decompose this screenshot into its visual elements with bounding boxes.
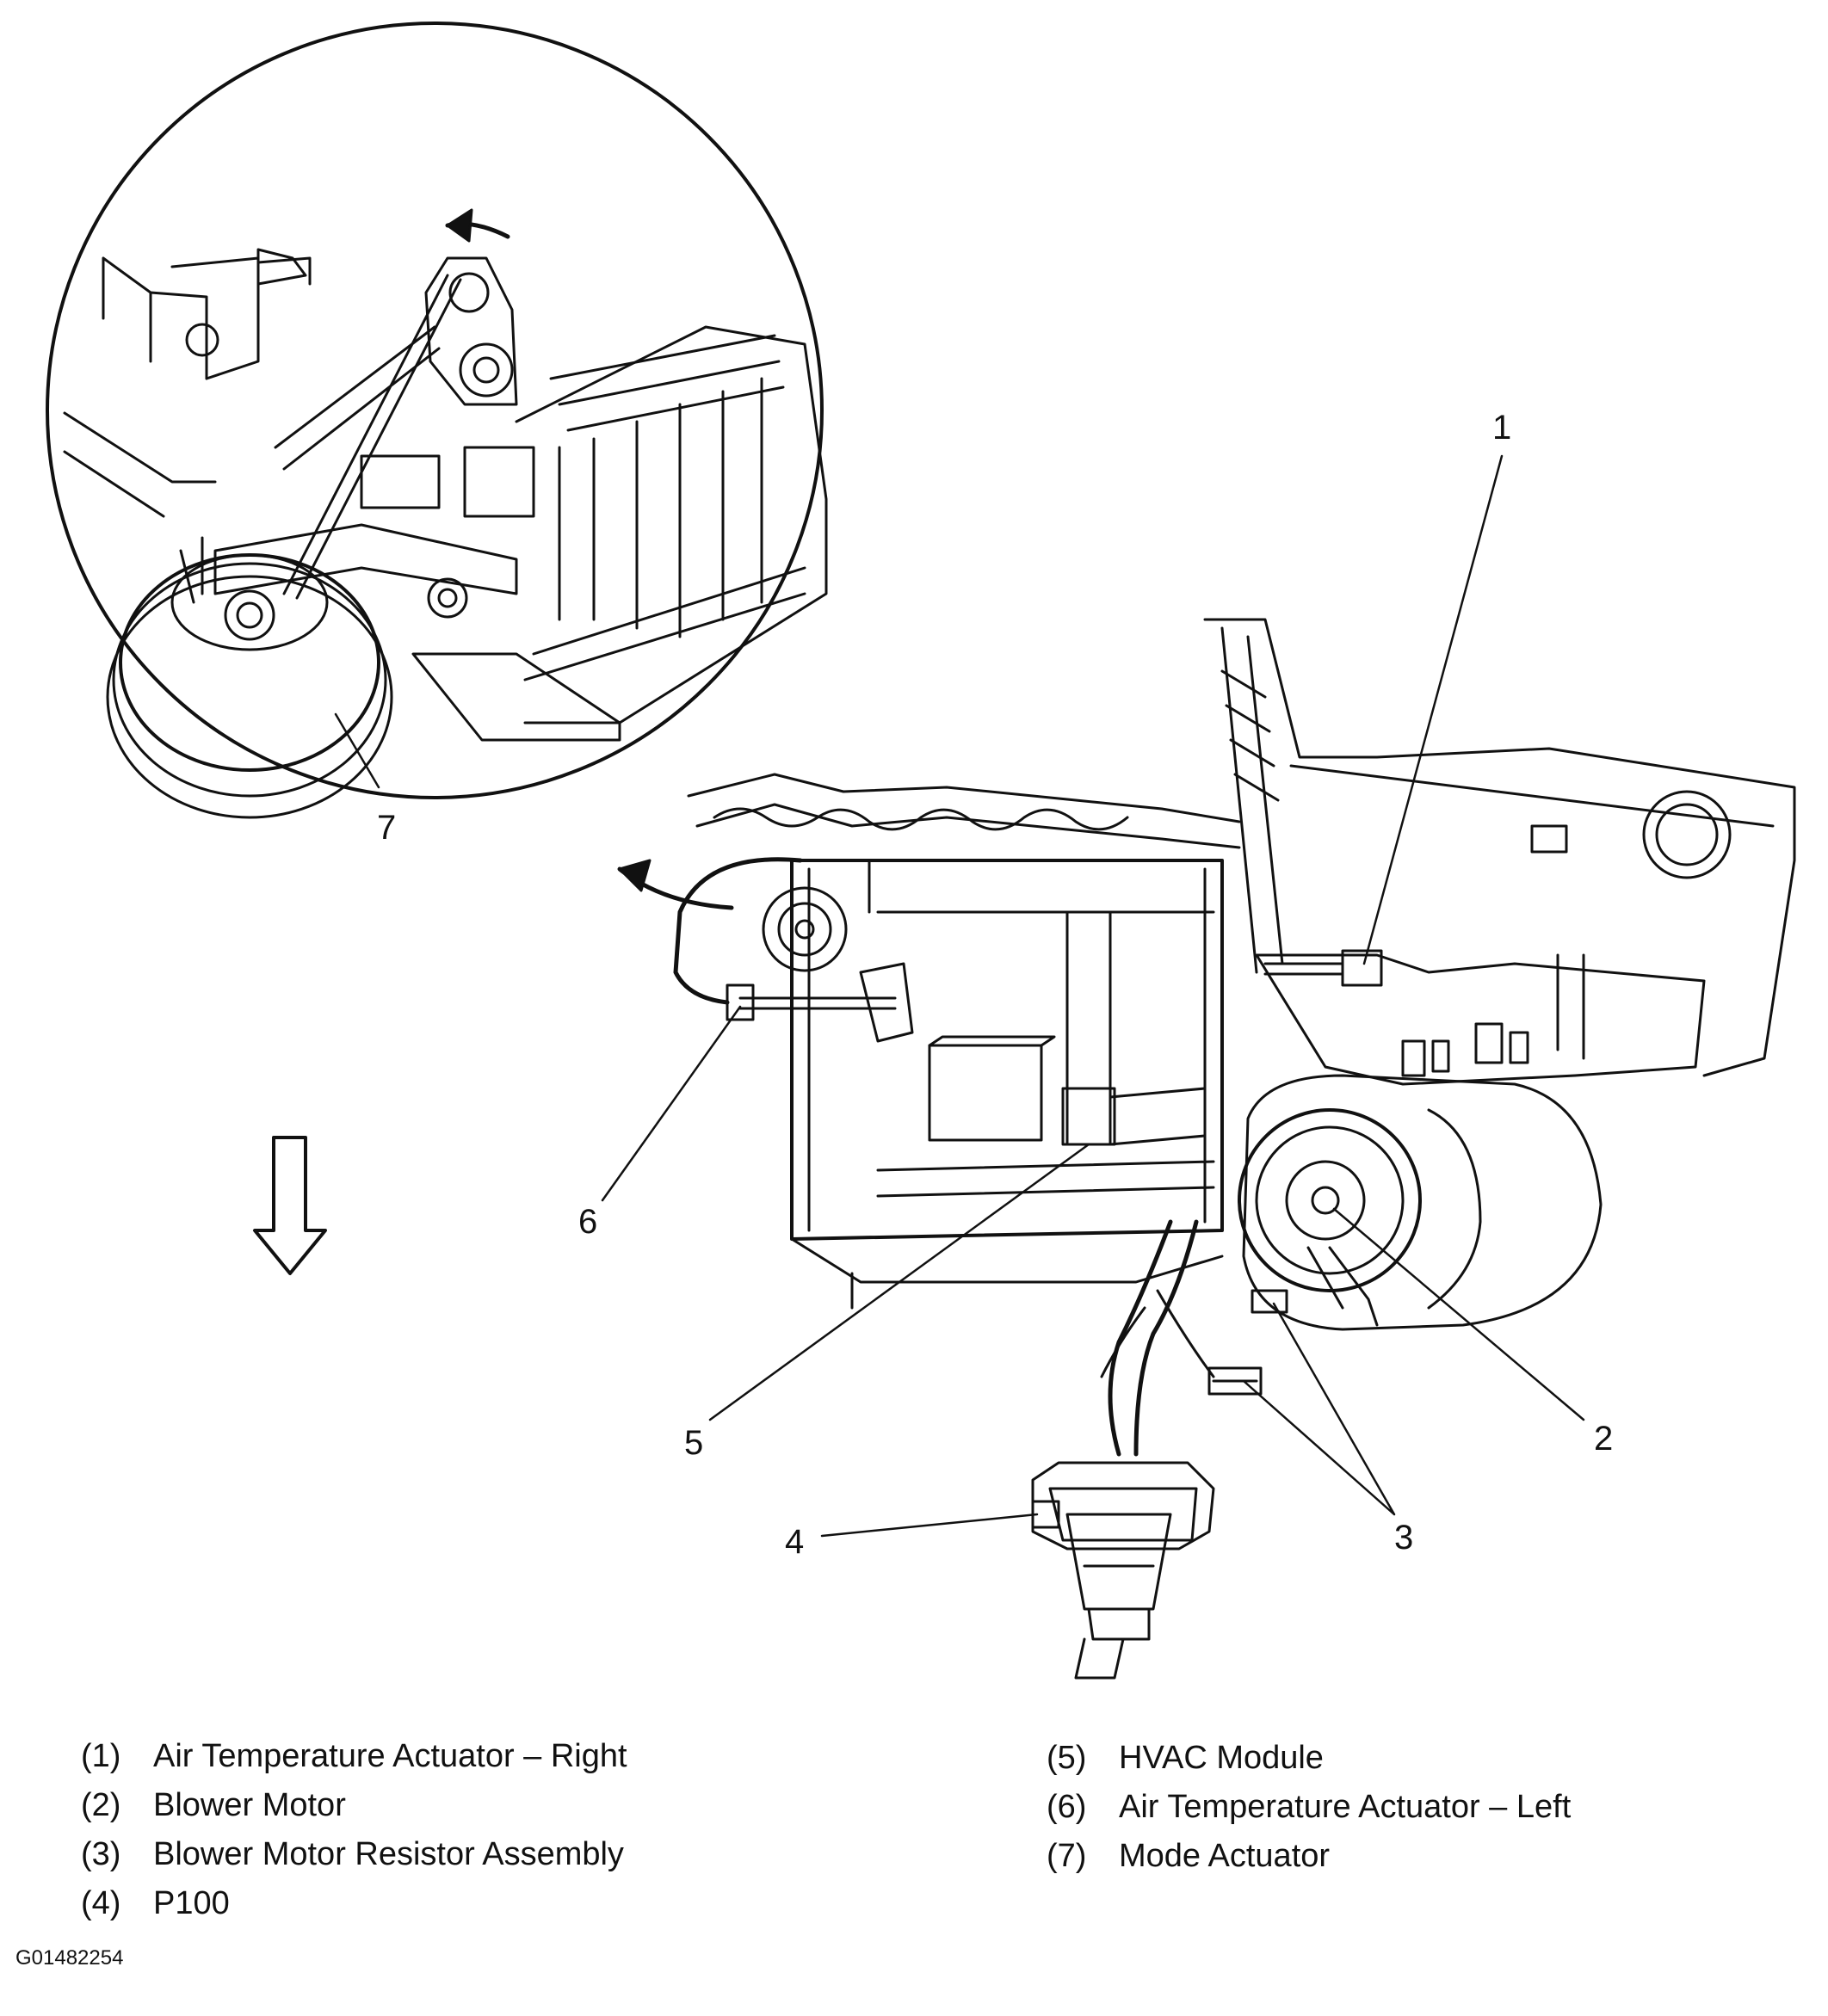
legend-label: Blower Motor Resistor Assembly — [153, 1836, 624, 1872]
legend-label: HVAC Module — [1119, 1740, 1324, 1776]
front-direction-arrow-icon — [253, 1136, 327, 1275]
leader-line-4 — [820, 1513, 1039, 1538]
legend-label: Blower Motor — [153, 1787, 346, 1823]
leader-line-6 — [601, 1005, 742, 1202]
legend-number: (7) — [1047, 1838, 1087, 1874]
callout-3: 3 — [1394, 1519, 1413, 1557]
legend-label: P100 — [153, 1885, 230, 1921]
legend-item: (4) P100 — [81, 1887, 230, 1920]
legend-number: (1) — [81, 1738, 121, 1774]
legend-item: (6) Air Temperature Actuator – Left — [1047, 1791, 1571, 1823]
leader-line-5 — [708, 1143, 1090, 1421]
legend-item: (2) Blower Motor — [81, 1789, 346, 1822]
leader-line-3 — [1242, 1302, 1396, 1516]
leader-line-7 — [334, 712, 380, 789]
legend-item: (3) Blower Motor Resistor Assembly — [81, 1838, 624, 1871]
legend-number: (4) — [81, 1885, 121, 1921]
legend-label: Air Temperature Actuator – Left — [1119, 1789, 1572, 1825]
legend-item: (1) Air Temperature Actuator – Right — [81, 1740, 627, 1772]
callout-5: 5 — [684, 1424, 703, 1462]
callout-4: 4 — [785, 1523, 804, 1561]
legend-label: Mode Actuator — [1119, 1838, 1331, 1874]
legend-number: (3) — [81, 1836, 121, 1872]
callout-2: 2 — [1594, 1420, 1613, 1458]
leader-line-2 — [1332, 1207, 1585, 1421]
detail-view — [46, 22, 828, 819]
legend-item: (7) Mode Actuator — [1047, 1840, 1330, 1872]
legend-number: (2) — [81, 1787, 121, 1823]
figure-id: G01482254 — [15, 1946, 124, 1970]
legend-label: Air Temperature Actuator – Right — [153, 1738, 627, 1774]
legend-number: (5) — [1047, 1740, 1087, 1776]
callout-6: 6 — [578, 1203, 597, 1241]
hvac-module-assembly — [673, 618, 1796, 1680]
leader-line-1 — [1362, 454, 1504, 965]
legend-number: (6) — [1047, 1789, 1087, 1825]
callout-7: 7 — [377, 809, 396, 847]
detail-view-circle — [46, 22, 824, 799]
legend-item: (5) HVAC Module — [1047, 1742, 1324, 1774]
callout-1: 1 — [1492, 409, 1511, 447]
